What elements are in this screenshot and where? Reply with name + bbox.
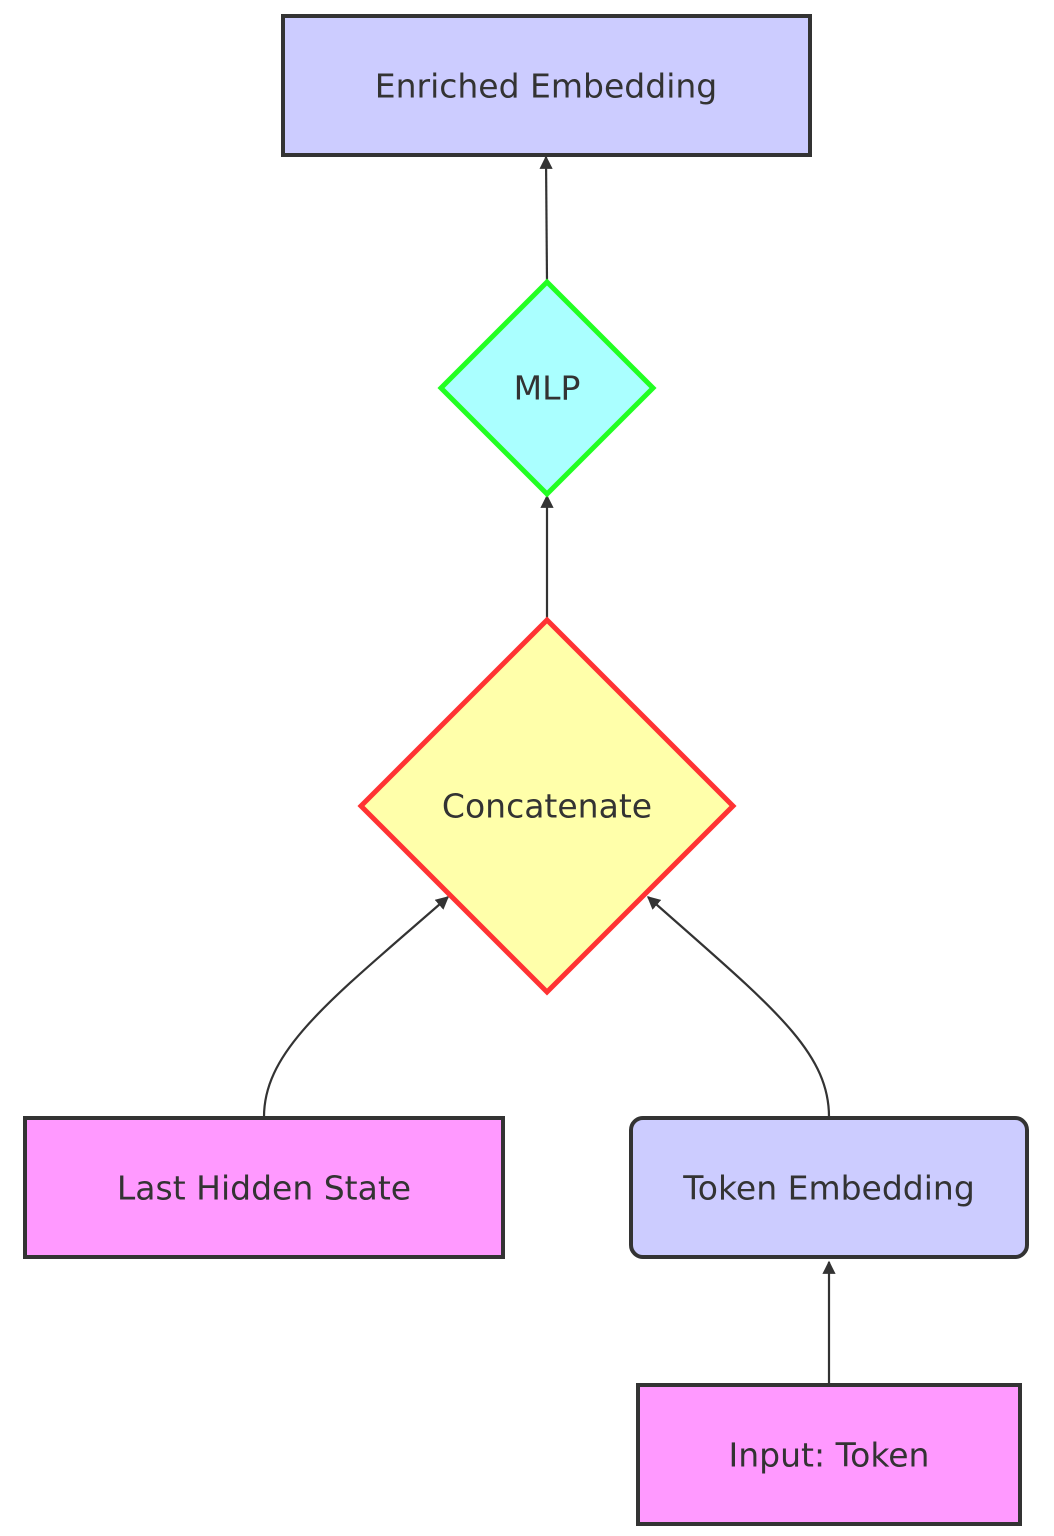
edge-mlp-to-enriched-embedding — [539, 155, 553, 283]
node-last-hidden-state: Last Hidden State — [23, 1116, 505, 1259]
node-last-hidden-state-box — [23, 1116, 505, 1259]
node-mlp-shape — [437, 278, 657, 498]
node-mlp-label: MLP — [514, 369, 581, 408]
node-token-embedding-box — [629, 1116, 1029, 1259]
node-input-token-label: Input: Token — [729, 1436, 930, 1475]
node-input-token: Input: Token — [636, 1383, 1022, 1526]
node-last-hidden-state-label: Last Hidden State — [117, 1169, 411, 1208]
node-concatenate-shape — [357, 616, 737, 996]
node-token-embedding: Token Embedding — [629, 1116, 1029, 1259]
edges — [262, 155, 836, 1384]
node-concatenate: Concatenate — [357, 616, 737, 996]
edge-last-hidden-state-to-concatenate — [262, 896, 449, 1118]
node-enriched-embedding-label: Enriched Embedding — [375, 67, 717, 106]
node-input-token-box — [636, 1383, 1022, 1526]
edge-token-embedding-to-concatenate — [647, 896, 831, 1118]
node-mlp: MLP — [437, 278, 657, 498]
node-enriched-embedding: Enriched Embedding — [281, 14, 812, 157]
node-concatenate-label: Concatenate — [442, 787, 652, 826]
node-enriched-embedding-box — [281, 14, 812, 157]
node-token-embedding-label: Token Embedding — [682, 1169, 975, 1208]
